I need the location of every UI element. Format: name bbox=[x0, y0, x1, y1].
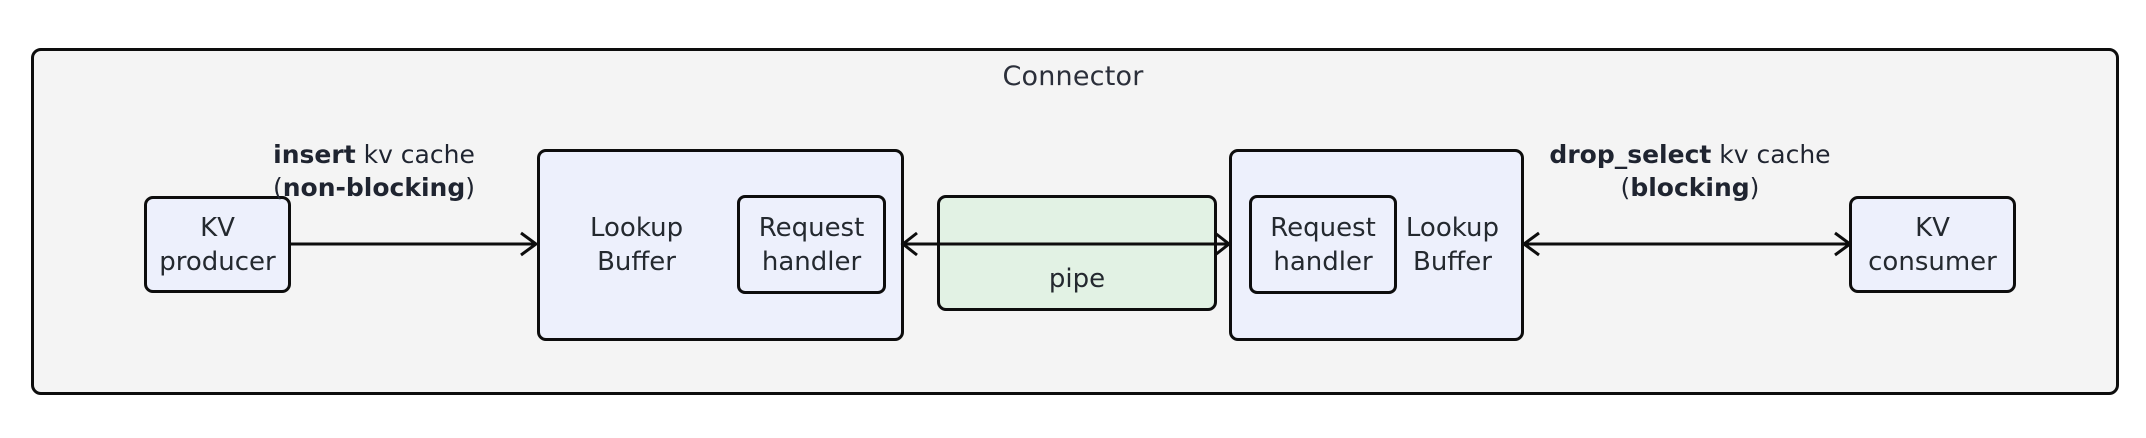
node-pipe[interactable]: pipe bbox=[937, 195, 1217, 311]
edge-label-drop-select-line2: (blocking) bbox=[1620, 173, 1760, 202]
edge-label-insert: insert kv cache (non-blocking) bbox=[214, 138, 534, 204]
node-kv-consumer[interactable]: KV consumer bbox=[1849, 196, 2016, 293]
node-lookup-buffer-left-label: Lookup Buffer bbox=[590, 213, 684, 277]
connector-title: Connector bbox=[1002, 61, 1144, 92]
node-request-handler-left-label: Request handler bbox=[758, 212, 865, 277]
edge-label-insert-line2: (non-blocking) bbox=[272, 173, 476, 202]
node-request-handler-right[interactable]: Request handler bbox=[1249, 195, 1397, 294]
node-kv-producer-label: KV producer bbox=[159, 212, 276, 277]
edge-label-insert-line1: insert kv cache bbox=[273, 140, 475, 169]
node-kv-producer[interactable]: KV producer bbox=[144, 196, 291, 293]
node-pipe-label: pipe bbox=[1048, 264, 1106, 294]
edge-label-drop-select: drop_select kv cache (blocking) bbox=[1530, 138, 1850, 204]
node-request-handler-right-label: Request handler bbox=[1270, 212, 1376, 277]
node-request-handler-left[interactable]: Request handler bbox=[737, 195, 886, 294]
node-kv-consumer-label: KV consumer bbox=[1868, 212, 1997, 277]
node-lookup-buffer-right-label: Lookup Buffer bbox=[1405, 213, 1499, 277]
edge-label-drop-select-line1: drop_select kv cache bbox=[1549, 140, 1831, 169]
